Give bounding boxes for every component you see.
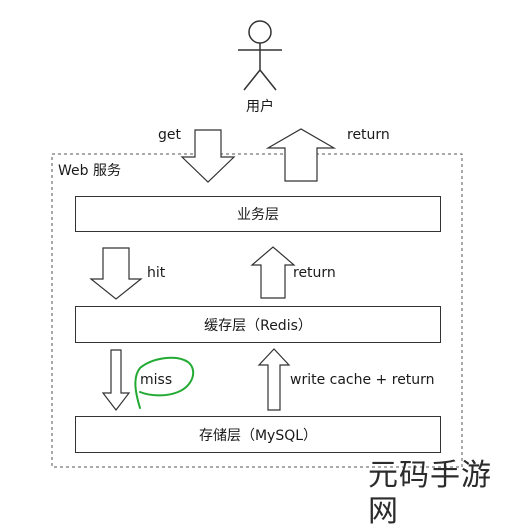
storage-layer-box: 存储层（MySQL） [75,416,441,453]
hit-arrow [89,247,143,300]
return-top-arrow [265,128,337,182]
business-layer-label: 业务层 [237,207,279,223]
user-label: 用户 [246,99,274,115]
architecture-diagram [51,20,463,468]
business-layer-box: 业务层 [75,196,441,232]
get-arrow [180,129,236,183]
write-cache-return-label: write cache + return [290,372,435,388]
return-mid-arrow [250,246,296,299]
return-mid-label: return [293,265,336,281]
watermark-text: 元码手游网 [368,458,492,529]
miss-annotation-scribble [134,356,195,409]
miss-arrow [101,349,131,411]
web-service-label: Web 服务 [58,163,121,179]
write-cache-return-arrow [257,348,291,411]
hit-label: hit [147,265,166,281]
user-stick-figure [238,20,282,91]
return-top-label: return [347,127,390,143]
cache-layer-box: 缓存层（Redis） [75,306,441,343]
cache-layer-label: 缓存层（Redis） [204,317,312,334]
get-label: get [158,127,181,143]
miss-label: miss [140,372,173,388]
web-service-container [51,153,463,468]
storage-layer-label: 存储层（MySQL） [198,427,318,444]
